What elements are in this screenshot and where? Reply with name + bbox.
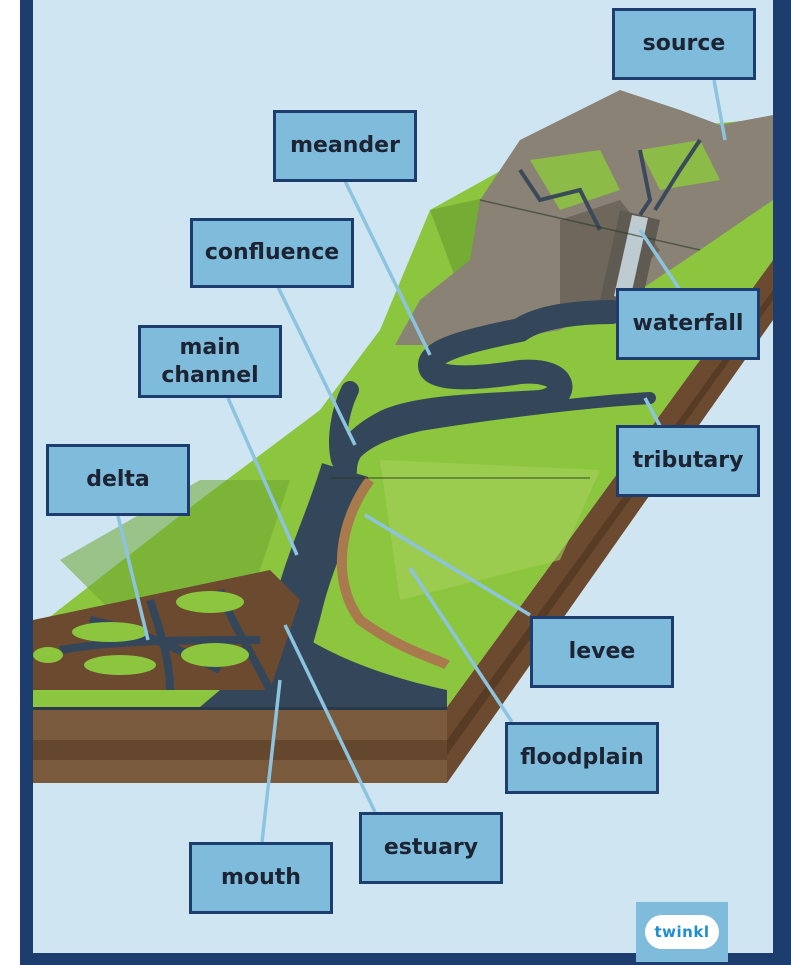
label-mouth: mouth [189,842,333,914]
logo-cloud-icon: twinkl [645,915,719,949]
label-meander: meander [273,110,417,182]
delta-island-4 [181,643,249,667]
block-side-strata [33,740,447,760]
label-levee: levee [530,616,674,688]
label-floodplain: floodplain [505,722,659,794]
delta-island-5 [33,647,63,663]
label-delta: delta [46,444,190,516]
delta-island-2 [176,591,244,613]
label-tributary: tributary [616,425,760,497]
label-source: source [612,8,756,80]
delta-island-1 [72,622,148,642]
label-waterfall: waterfall [616,288,760,360]
label-main-channel: main channel [138,325,282,398]
twinkl-logo: twinkl [636,902,728,962]
delta-island-3 [84,655,156,675]
label-estuary: estuary [359,812,503,884]
label-confluence: confluence [190,218,354,288]
